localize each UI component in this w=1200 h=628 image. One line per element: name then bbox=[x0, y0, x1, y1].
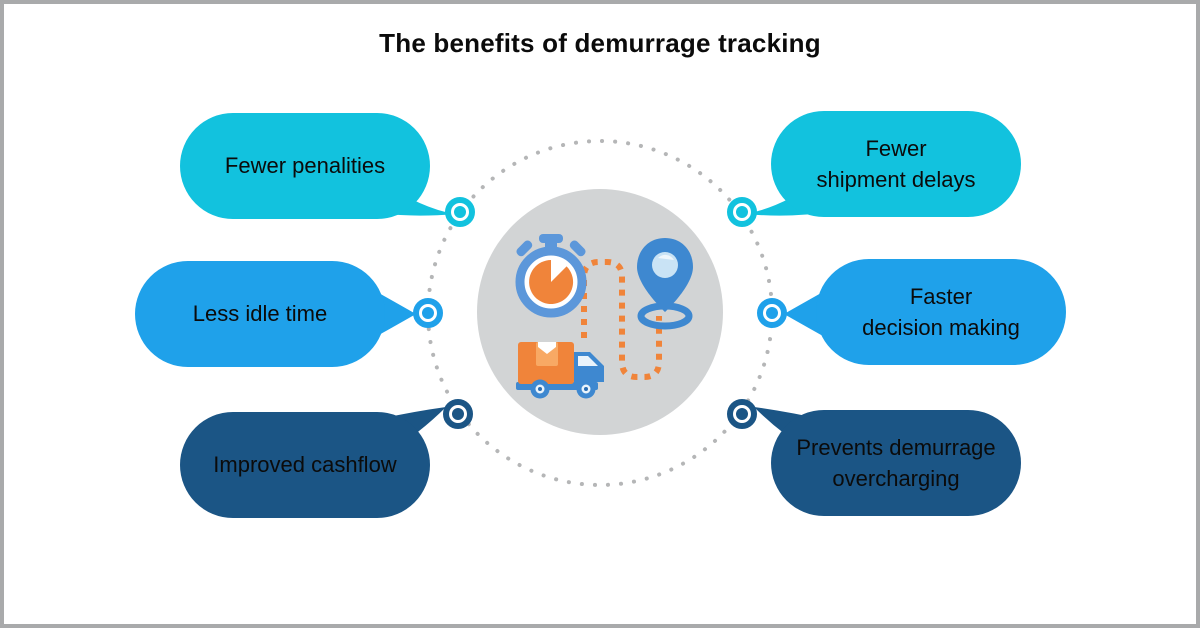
bubble-improved-cashflow: Improved cashflow bbox=[180, 412, 430, 518]
node-dot bbox=[766, 307, 778, 319]
bubble-label-line1: Fewer bbox=[865, 135, 927, 161]
page-title: The benefits of demurrage tracking bbox=[379, 28, 821, 58]
bubble-faster-decision-making: Faster decision making bbox=[816, 259, 1066, 365]
node-dot bbox=[454, 206, 466, 218]
bubble-prevents-demurrage-overcharging: Prevents demurrage overcharging bbox=[771, 410, 1021, 516]
bubble-label-line2: shipment delays bbox=[816, 167, 976, 192]
route-icon bbox=[581, 259, 662, 380]
bubble-label: Fewer penalities bbox=[224, 153, 386, 179]
bubble-label-line2: decision making bbox=[862, 315, 1020, 340]
bubble-label: Improved cashflow bbox=[213, 452, 397, 478]
location-pin-icon bbox=[630, 236, 700, 335]
connector-node-middle-right bbox=[757, 298, 787, 328]
bubble-fewer-shipment-delays: Fewer shipment delays bbox=[771, 111, 1021, 217]
node-dot bbox=[736, 206, 748, 218]
bubble-label-line2: overcharging bbox=[832, 466, 960, 491]
bubble-label: Less idle time bbox=[192, 301, 328, 327]
dotted-ring bbox=[426, 139, 774, 487]
stopwatch-icon bbox=[507, 234, 595, 323]
connector-node-bottom-left bbox=[443, 399, 473, 429]
connector-node-top-right bbox=[727, 197, 757, 227]
node-dot bbox=[422, 307, 434, 319]
bubble-fewer-penalities: Fewer penalities bbox=[180, 113, 430, 219]
node-dot bbox=[736, 408, 748, 420]
bubble-label-line1: Prevents demurrage bbox=[796, 434, 996, 460]
bubble-less-idle-time: Less idle time bbox=[135, 261, 385, 367]
node-dot bbox=[452, 408, 464, 420]
delivery-truck-icon bbox=[516, 338, 612, 405]
connector-node-bottom-right bbox=[727, 399, 757, 429]
connector-node-middle-left bbox=[413, 298, 443, 328]
connector-node-top-left bbox=[445, 197, 475, 227]
bubble-label-line1: Faster bbox=[909, 283, 973, 309]
